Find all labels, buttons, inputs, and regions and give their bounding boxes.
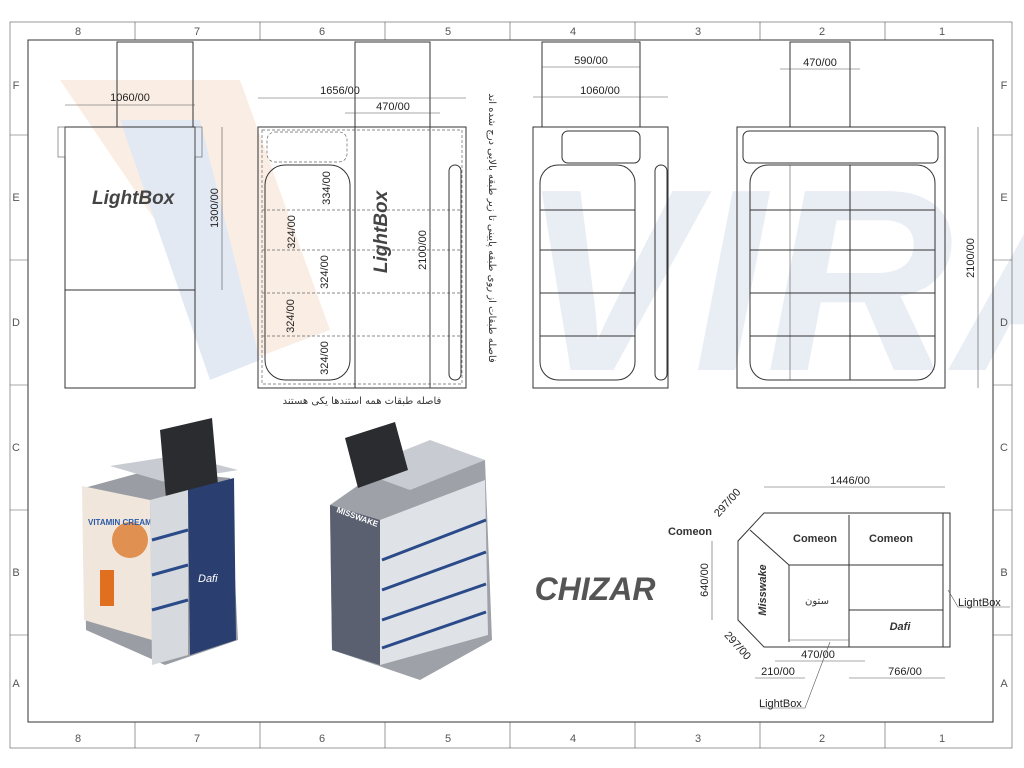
column-label: 3 — [695, 733, 701, 745]
product-name: CHIZAR — [535, 571, 656, 607]
comeon-label: Comeon — [668, 526, 712, 538]
dafi-label: Dafi — [890, 621, 912, 633]
tower-width-dimension: 470/00 — [376, 101, 410, 113]
shelf-dimension: 324/00 — [319, 255, 331, 289]
row-label: F — [13, 80, 20, 92]
column-label: 8 — [75, 26, 81, 38]
watermark-text: VIRA — [520, 136, 1024, 426]
row-label: C — [1000, 442, 1008, 454]
lightbox-label: LightBox — [92, 188, 176, 209]
shelf-dimension: 324/00 — [285, 299, 297, 333]
section-view: 1656/00 470/00 LightBox 2100/00 334/00 3… — [257, 41, 497, 407]
row-label: D — [1000, 317, 1008, 329]
comeon-label: Comeon — [793, 533, 837, 545]
column-label: 6 — [319, 733, 325, 745]
row-label: B — [1000, 567, 1007, 579]
chamfer-top-dimension: 297/00 — [712, 486, 743, 519]
column-label: 2 — [819, 26, 825, 38]
chamfer-bottom-dimension: 297/00 — [722, 629, 753, 662]
comeon-label: Comeon — [869, 533, 913, 545]
shelf-spacing-note-bottom: فاصله طبقات همه استندها یکی هستند — [283, 396, 442, 407]
row-label: B — [12, 567, 19, 579]
depth-dimension: 640/00 — [699, 563, 711, 597]
column-label: 4 — [570, 26, 576, 38]
offset-dimension: 210/00 — [761, 666, 795, 678]
height-dimension: 2100/00 — [417, 230, 429, 270]
watermark: VIRA — [60, 80, 1024, 426]
misswake-label: Misswake — [757, 564, 769, 615]
row-label: D — [12, 317, 20, 329]
lightbox-height-dimension: 1300/00 — [209, 188, 221, 228]
column-label: 7 — [194, 733, 200, 745]
width-dimension: 1060/00 — [580, 85, 620, 97]
column-label: 5 — [445, 733, 451, 745]
row-label: C — [12, 442, 20, 454]
row-label: A — [1000, 678, 1008, 690]
total-width-dimension: 1656/00 — [320, 85, 360, 97]
tower-width-dimension: 470/00 — [803, 57, 837, 69]
row-label: F — [1001, 80, 1008, 92]
side-view: 590/00 1060/00 — [532, 41, 669, 389]
plan-view: 1446/00 297/00 640/00 297/00 210/00 470/… — [668, 475, 1010, 710]
front-view: LightBox 1060/00 1300/00 — [57, 41, 223, 389]
tower-width-dimension: 590/00 — [574, 55, 608, 67]
column-label: 2 — [819, 733, 825, 745]
column-label: 1 — [939, 26, 945, 38]
row-label: A — [12, 678, 20, 690]
tower-dimension: 470/00 — [801, 649, 835, 661]
shelf-dimension: 324/00 — [319, 341, 331, 375]
column-label: 8 — [75, 733, 81, 745]
render-middle: MISSWAKE — [330, 422, 492, 680]
back-view: 470/00 2100/00 — [736, 41, 979, 389]
inner-frame — [27, 39, 994, 723]
grid-ticks — [10, 22, 1012, 748]
column-label: ستون — [805, 596, 829, 607]
column-label: 6 — [319, 26, 325, 38]
row-label: E — [1000, 192, 1007, 204]
poster-text: VITAMIN CREAM — [88, 518, 152, 527]
lightbox-callout: LightBox — [759, 698, 802, 710]
column-labels: 8 7 6 5 4 3 2 1 8 7 6 5 4 3 2 1 — [75, 26, 945, 745]
render-left: VITAMIN CREAM Dafi — [82, 418, 238, 665]
row-label: E — [12, 192, 19, 204]
height-dimension: 2100/00 — [965, 238, 977, 278]
row-labels: F E D C B A F E D C B A — [12, 80, 1008, 690]
column-label: 1 — [939, 733, 945, 745]
right-dimension: 766/00 — [888, 666, 922, 678]
column-label: 7 — [194, 26, 200, 38]
column-label: 4 — [570, 733, 576, 745]
lightbox-callout: LightBox — [958, 597, 1001, 609]
shelf-dimension: 324/00 — [286, 215, 298, 249]
brand-label: Dafi — [198, 573, 218, 585]
width-dimension: 1060/00 — [110, 92, 150, 104]
column-label: 3 — [695, 26, 701, 38]
shelf-spacing-note: فاصله طبقات از روی طبقه پایینی تا زیر طب… — [486, 93, 497, 363]
plan-width-dimension: 1446/00 — [830, 475, 870, 487]
lightbox-label: LightBox — [371, 189, 392, 273]
column-label: 5 — [445, 26, 451, 38]
shelf-dimension: 334/00 — [321, 171, 333, 205]
